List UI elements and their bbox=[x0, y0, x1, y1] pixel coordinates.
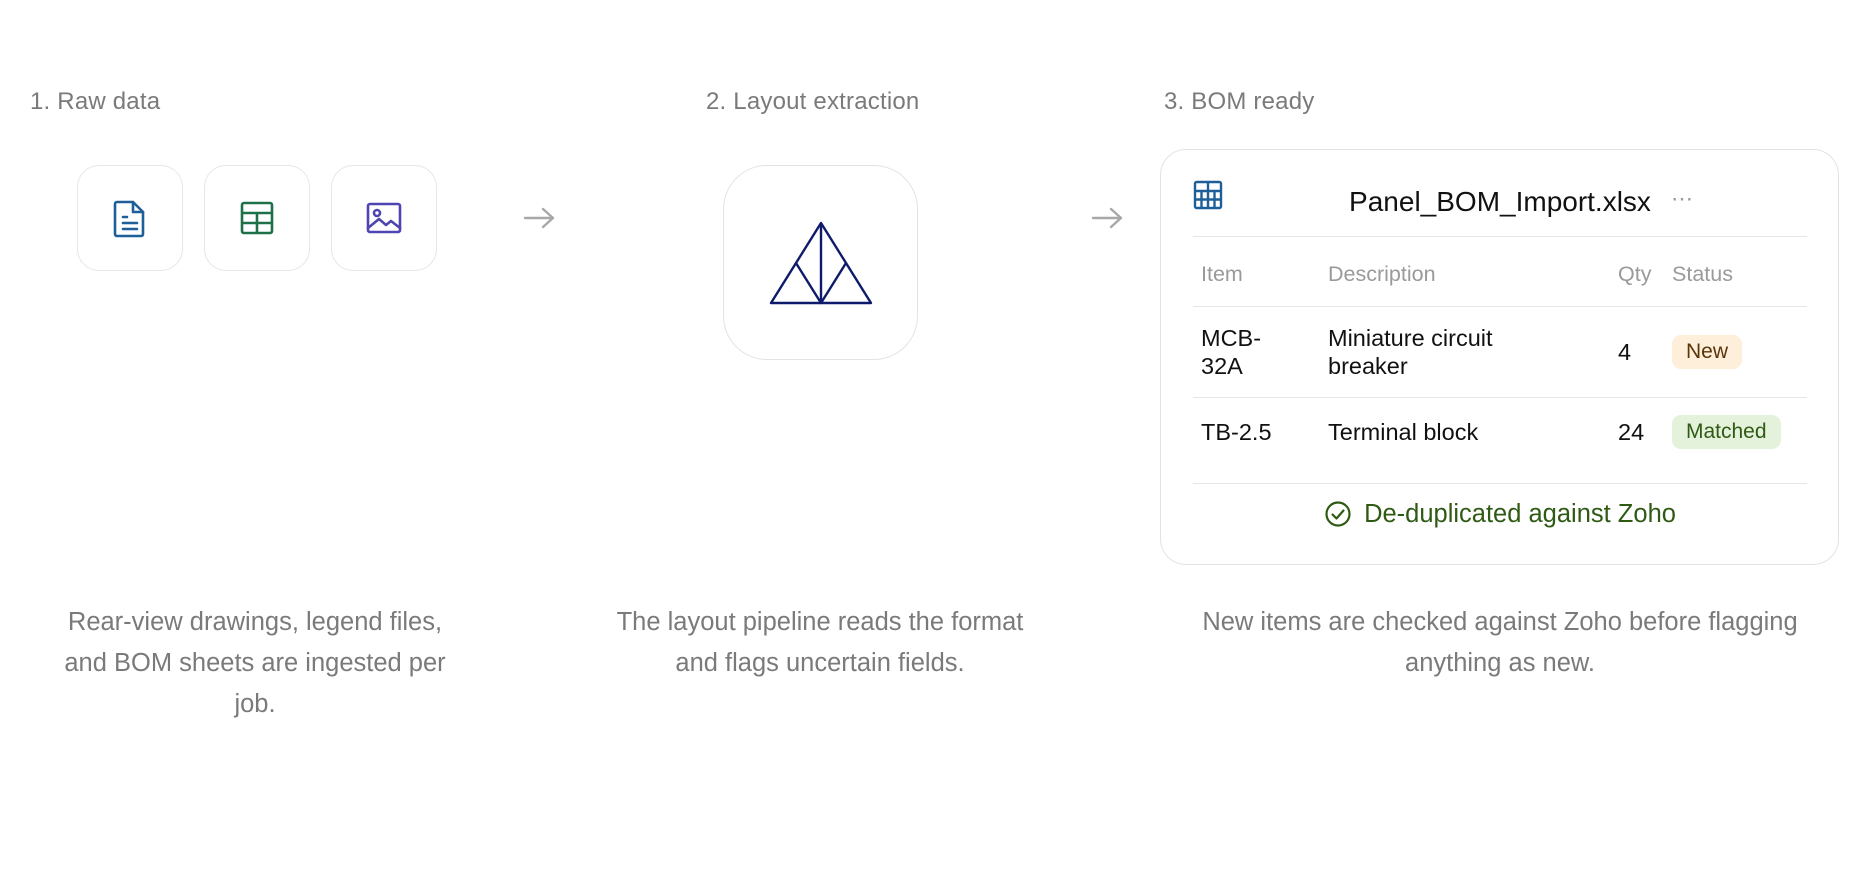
item-cell: MCB-32A bbox=[1193, 306, 1320, 398]
dedup-status: De-duplicated against Zoho bbox=[1193, 483, 1807, 544]
table-row: MCB-32A Miniature circuit breaker 4 New bbox=[1193, 306, 1807, 398]
item-cell: TB-2.5 bbox=[1201, 419, 1272, 445]
document-icon bbox=[113, 200, 145, 238]
image-icon bbox=[366, 202, 402, 234]
status-badge: Matched bbox=[1672, 415, 1781, 449]
column-header-status: Status bbox=[1664, 262, 1807, 307]
file-name: Panel_BOM_Import.xlsx bbox=[1349, 186, 1651, 217]
bom-file-card: Panel_BOM_Import.xlsx ⋯ Item Description… bbox=[1160, 149, 1839, 565]
card-header: Panel_BOM_Import.xlsx ⋯ bbox=[1193, 180, 1807, 237]
check-circle-icon bbox=[1325, 501, 1351, 527]
description-cell: Miniature circuit breaker bbox=[1320, 306, 1610, 398]
description-cell: Terminal block bbox=[1328, 419, 1479, 445]
step-3-description: New items are checked against Zoho befor… bbox=[1202, 608, 1798, 677]
dedup-status-text: De-duplicated against Zoho bbox=[1364, 499, 1676, 528]
arrow-right-icon bbox=[1090, 200, 1126, 236]
triangle-logo-icon bbox=[769, 221, 872, 304]
column-header-qty: Qty bbox=[1610, 262, 1664, 307]
step-2-title: 2. Layout extraction bbox=[706, 88, 920, 115]
status-badge: New bbox=[1672, 335, 1743, 369]
table-icon bbox=[1193, 180, 1223, 210]
table-header-row: Item Description Qty Status bbox=[1193, 262, 1807, 307]
column-header-description: Description bbox=[1320, 262, 1610, 307]
status-cell: New bbox=[1664, 306, 1807, 398]
step-3-title: 3. BOM ready bbox=[1164, 88, 1315, 115]
column-header-item: Item bbox=[1193, 262, 1320, 307]
status-cell: Matched bbox=[1664, 398, 1807, 467]
table-row: TB-2.5 Terminal block 24 Matched bbox=[1193, 398, 1807, 467]
bom-table: Item Description Qty Status MCB-32A Mini… bbox=[1193, 262, 1807, 466]
step-2-description: The layout pipeline reads the format and… bbox=[616, 608, 1024, 677]
spreadsheet-icon bbox=[240, 201, 274, 235]
more-dots-icon[interactable]: ⋯ bbox=[1671, 186, 1694, 211]
step-1-description: Rear-view drawings, legend files, and BO… bbox=[64, 608, 446, 718]
layout-engine-tile bbox=[723, 165, 918, 360]
document-source-tile bbox=[77, 165, 183, 271]
image-source-tile bbox=[331, 165, 437, 271]
qty-cell: 4 bbox=[1610, 306, 1664, 398]
step-1-title: 1. Raw data bbox=[30, 88, 161, 115]
spreadsheet-source-tile bbox=[204, 165, 310, 271]
qty-cell: 24 bbox=[1618, 419, 1645, 445]
arrow-right-icon bbox=[522, 200, 558, 236]
